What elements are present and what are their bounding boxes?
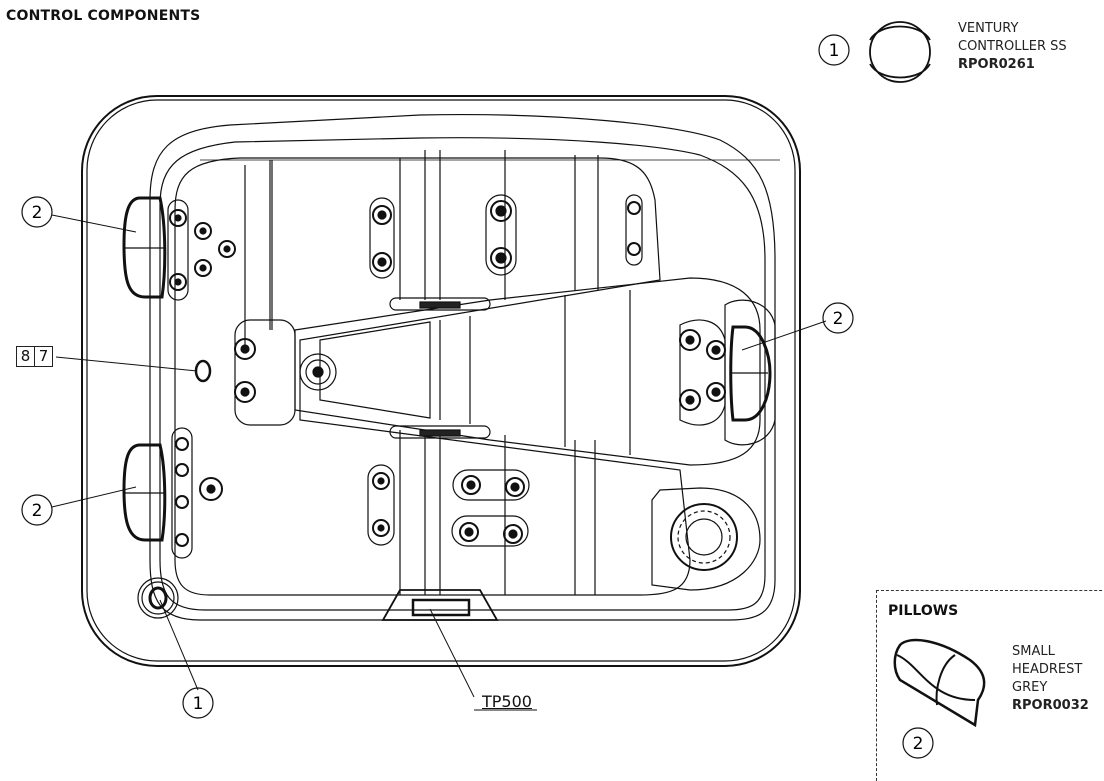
filter-housing <box>651 487 761 591</box>
pillow-left-top <box>122 196 167 299</box>
spa-footwell <box>174 157 691 596</box>
balloon-controller-bottom <box>182 687 214 719</box>
jet-pair-top-2 <box>485 194 517 276</box>
headrest-pillow-icon <box>893 638 986 728</box>
spa-outer-shell <box>81 95 801 667</box>
pillow-right-recess <box>724 299 776 446</box>
jet <box>299 353 337 391</box>
pillow-left-bottom <box>122 443 167 542</box>
jet-pair-bottom-2 <box>451 469 530 547</box>
light-fixture <box>194 359 212 383</box>
pillow-legend-text: SMALL HEADREST GREY RPOR0032 <box>1012 643 1089 715</box>
spa-rim <box>149 113 776 621</box>
jet-cluster-lounger-foot <box>679 319 726 426</box>
spa-rim-inner <box>159 137 766 611</box>
balloon-controller-legend <box>818 34 850 66</box>
jet-cluster-left-top <box>167 199 236 301</box>
spa-outer-shell-inner <box>86 99 796 662</box>
balloon-pillows-legend <box>902 727 934 759</box>
jet-pair-bottom-1 <box>367 464 395 546</box>
light-part-number-left: 8 <box>16 346 35 367</box>
lounger-seat <box>294 277 761 466</box>
jet-pair-top-1 <box>369 197 395 279</box>
neck-jets <box>234 338 256 403</box>
pillows-legend-box <box>876 590 1104 781</box>
pillow-right <box>729 325 772 422</box>
controller-legend-line: CONTROLLER SS <box>958 39 1067 54</box>
controller-part-code: RPOR0261 <box>958 57 1035 72</box>
controller-legend-line: VENTURY <box>958 21 1019 36</box>
controller-fixture <box>137 577 179 619</box>
topside-panel-label: TP500 <box>482 692 532 711</box>
balloon-pillow-bottom-left <box>21 494 53 526</box>
jet-cluster-left-bottom <box>171 427 223 559</box>
seat-divider-lines <box>200 150 780 595</box>
page-title: CONTROL COMPONENTS <box>6 8 201 24</box>
lounger-spring-details <box>389 297 491 439</box>
pillows-heading: PILLOWS <box>888 603 959 619</box>
pillow-legend-line: GREY <box>1012 680 1048 695</box>
controller-legend-text: VENTURY CONTROLLER SS RPOR0261 <box>958 20 1067 74</box>
pillow-legend-line: HEADREST <box>1012 662 1083 677</box>
balloon-pillow-right <box>822 302 854 334</box>
pillow-part-code: RPOR0032 <box>1012 698 1089 713</box>
jet-pair-top-3 <box>625 194 643 266</box>
lounger-inner <box>319 321 431 419</box>
topside-panel-housing <box>381 589 499 621</box>
pillow-legend-line: SMALL <box>1012 644 1055 659</box>
leader-lines <box>51 214 827 711</box>
lounger-head <box>234 319 296 426</box>
topside-panel <box>411 598 471 617</box>
filter-basket <box>670 503 738 571</box>
controller-icon <box>869 21 931 83</box>
balloon-pillow-top-left <box>21 196 53 228</box>
light-part-number-right: 7 <box>35 346 53 367</box>
